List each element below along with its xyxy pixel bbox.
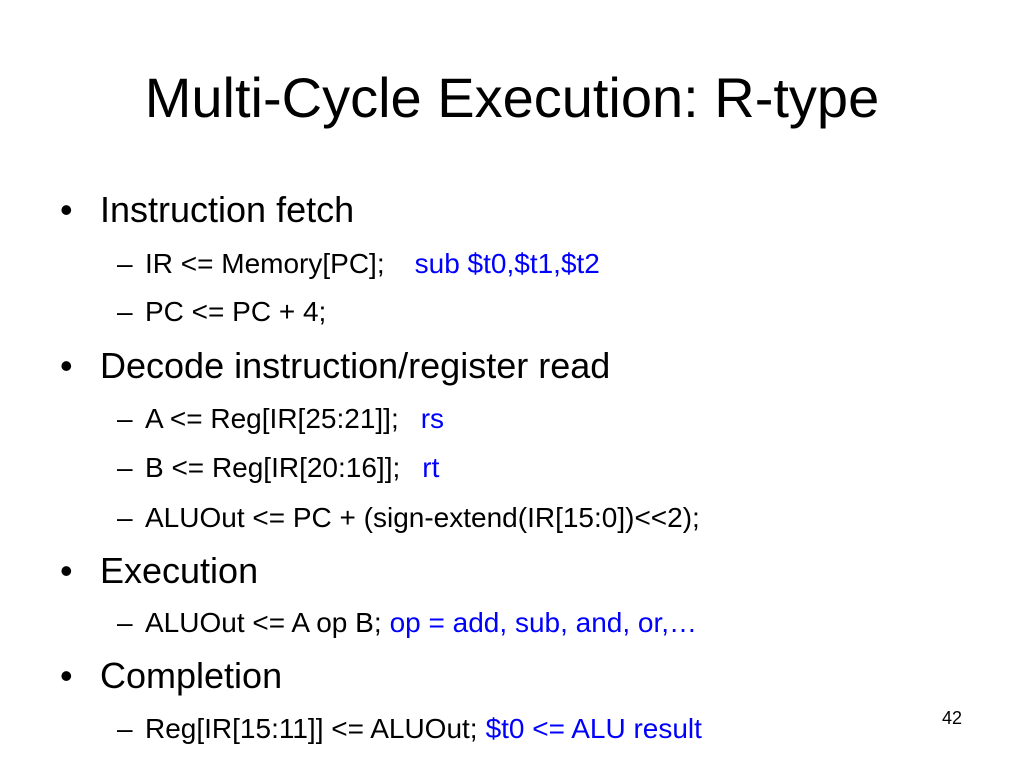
sub-bullet-marker: –	[117, 248, 133, 279]
sub-bullet-item: –B <= Reg[IR[20:16]]; rt	[117, 450, 439, 486]
sub-bullet-marker: –	[117, 452, 133, 483]
annotation-text: rt	[422, 452, 440, 483]
sub-bullet-item: –A <= Reg[IR[25:21]]; rs	[117, 401, 444, 437]
sub-bullet-item: –IR <= Memory[PC]; sub $t0,$t1,$t2	[117, 246, 600, 282]
sub-bullet-marker: –	[117, 296, 133, 327]
sub-bullet-marker: –	[117, 607, 133, 638]
sub-bullet-item: –Reg[IR[15:11]] <= ALUOut;$t0 <= ALU res…	[117, 711, 702, 747]
sub-bullet-text: A <= Reg[IR[25:21]];	[145, 403, 399, 434]
bullet-item: • Decode instruction/register read	[60, 344, 610, 388]
annotation-text: op = add, sub, and, or,…	[389, 607, 698, 638]
sub-bullet-text: IR <= Memory[PC];	[145, 248, 385, 279]
bullet-item: • Execution	[60, 549, 258, 593]
sub-bullet-item: –ALUOut <= A op B;op = add, sub, and, or…	[117, 605, 697, 641]
bullet-item: • Instruction fetch	[60, 188, 354, 232]
bullet-item: • Completion	[60, 654, 282, 698]
bullet-text: Completion	[100, 655, 283, 696]
bullet-text: Instruction fetch	[100, 189, 355, 230]
annotation-text: rs	[420, 403, 445, 434]
slide-title: Multi-Cycle Execution: R-type	[144, 66, 880, 129]
sub-bullet-marker: –	[117, 403, 133, 434]
sub-bullet-text: ALUOut <= PC + (sign-extend(IR[15:0])<<2…	[145, 502, 700, 533]
bullet-marker: •	[60, 189, 73, 230]
sub-bullet-item: –PC <= PC + 4;	[117, 294, 326, 330]
sub-bullet-text: PC <= PC + 4;	[145, 296, 327, 327]
bullet-marker: •	[60, 550, 73, 591]
sub-bullet-marker: –	[117, 502, 133, 533]
annotation-text: $t0 <= ALU result	[485, 713, 702, 744]
bullet-marker: •	[60, 345, 73, 386]
sub-bullet-item: –ALUOut <= PC + (sign-extend(IR[15:0])<<…	[117, 500, 700, 536]
bullet-marker: •	[60, 655, 73, 696]
sub-bullet-text: ALUOut <= A op B;	[145, 607, 382, 638]
sub-bullet-text: Reg[IR[15:11]] <= ALUOut;	[145, 713, 478, 744]
sub-bullet-text: B <= Reg[IR[20:16]];	[145, 452, 401, 483]
page-number: 42	[941, 708, 962, 728]
annotation-text: sub $t0,$t1,$t2	[414, 248, 600, 279]
bullet-text: Execution	[100, 550, 259, 591]
sub-bullet-marker: –	[117, 713, 133, 744]
bullet-text: Decode instruction/register read	[100, 345, 611, 386]
